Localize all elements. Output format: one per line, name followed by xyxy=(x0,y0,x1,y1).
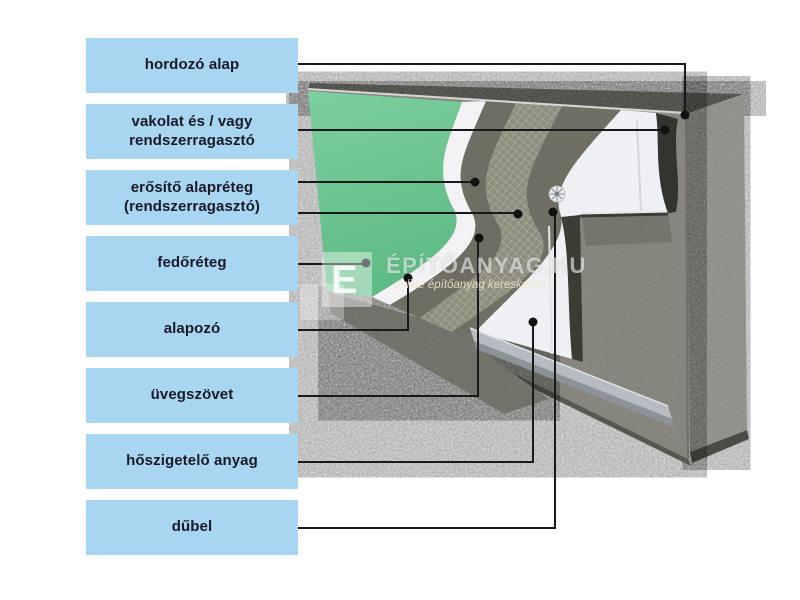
assembly-top-edge xyxy=(307,88,687,114)
starter-rail-graphic xyxy=(469,327,674,427)
assembly-underside-graphic xyxy=(329,292,549,414)
watermark-logo-box xyxy=(322,252,372,307)
label-text: hőszigetelő anyag xyxy=(126,452,258,470)
dot-hoszigetelo xyxy=(528,317,538,327)
board-shadow xyxy=(582,214,672,246)
basecoat1-graphic xyxy=(390,101,516,318)
label-text: üvegszövet xyxy=(150,386,234,404)
label-text: rendszerragasztó xyxy=(129,131,255,149)
dot-dubel xyxy=(548,207,558,217)
dot-uvegszovet xyxy=(474,233,484,243)
adhesive-lower-graphic xyxy=(561,215,583,362)
watermark-logo-letter: E xyxy=(331,258,358,302)
label-text: fedőréteg xyxy=(157,254,227,272)
label-uvegszovet: üvegszövet xyxy=(86,368,298,423)
adhesive-under-board xyxy=(579,212,669,218)
label-text: (rendszerragasztó) xyxy=(123,197,260,215)
watermark-tagline: online építőanyag kereskedés xyxy=(394,279,547,291)
leader-uvegszovet xyxy=(298,238,479,397)
leader-alapozo xyxy=(298,278,409,331)
label-text: alapozó xyxy=(163,320,221,338)
dot-hordozo-alap xyxy=(680,110,690,120)
eps-board-edge-light xyxy=(581,210,669,214)
adhesive-right-graphic xyxy=(656,113,678,213)
watermark-title: ÉPÍTŐANYAG.HU xyxy=(386,253,587,278)
leader-lines xyxy=(298,63,686,529)
dot-fedoreteg xyxy=(361,258,371,268)
leader-hoszigetelo xyxy=(298,322,534,463)
label-hordozo-alap: hordozó alap xyxy=(86,38,298,93)
dot-erosito-1 xyxy=(470,177,480,187)
label-text: hordozó alap xyxy=(144,56,240,74)
label-text: vakolat és / vagy xyxy=(131,113,253,131)
dowel-graphic xyxy=(548,185,566,203)
eps-board-joint-upper xyxy=(636,120,642,213)
watermark-logo-box-small xyxy=(300,284,344,320)
basecoat2-graphic xyxy=(452,106,621,333)
leader-hordozo-alap xyxy=(298,63,686,115)
label-fedoreteg: fedőréteg xyxy=(86,236,298,291)
label-alapozo: alapozó xyxy=(86,302,298,357)
glass-fabric-texture xyxy=(420,103,562,332)
primer-white-graphic xyxy=(372,101,486,305)
watermark: E ÉPÍTŐANYAG.HU online építőanyag keresk… xyxy=(300,252,587,320)
topcoat-green-graphic xyxy=(308,91,462,297)
dot-vakolat xyxy=(660,125,670,135)
dot-erosito-2 xyxy=(513,209,523,219)
label-hoszigetelo-anyag: hőszigetelő anyag xyxy=(86,434,298,489)
eps-board-joint-lower xyxy=(548,225,553,355)
label-dubel: dűbel xyxy=(86,500,298,555)
dot-alapozo xyxy=(403,273,413,283)
leader-dubel xyxy=(298,212,556,529)
label-text: erősítő alapréteg xyxy=(130,179,254,197)
label-erosito-alapreteg: erősítő alapréteg(rendszerragasztó) xyxy=(86,170,298,225)
label-text: dűbel xyxy=(171,518,213,536)
leader-dots xyxy=(361,110,690,327)
